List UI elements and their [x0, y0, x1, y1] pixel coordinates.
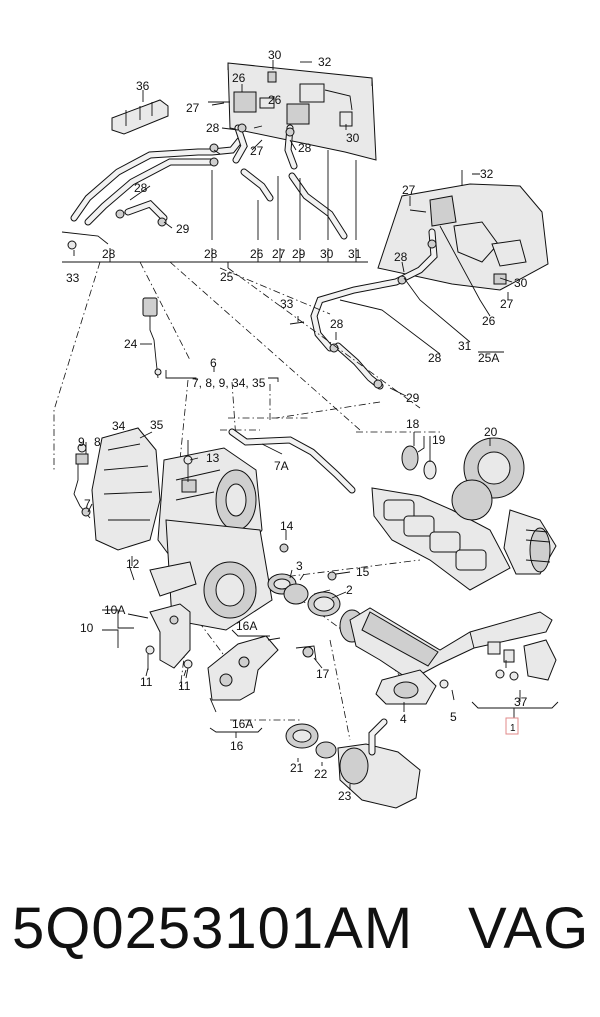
sensor-24 — [140, 297, 162, 379]
callout-16: 16 — [230, 739, 244, 753]
bracket-10 — [145, 603, 193, 679]
callout-28-right: 28 — [394, 250, 408, 264]
lower-leaders — [85, 366, 559, 738]
callout-22: 22 — [314, 767, 328, 781]
callout-26-b: 26 — [268, 93, 282, 107]
upper-right-valve-group — [289, 183, 549, 390]
callout-21: 21 — [290, 761, 304, 775]
callout-36: 36 — [136, 79, 150, 93]
callout-31-bottom: 31 — [348, 247, 362, 261]
upper-right-leaders — [297, 170, 513, 397]
callout-9: 9 — [78, 435, 85, 449]
callout-30-right: 30 — [514, 276, 528, 290]
callout-15: 15 — [356, 565, 370, 579]
callout-28-c: 28 — [134, 181, 148, 195]
callout-32-top: 32 — [318, 55, 332, 69]
catalyst-turbo-assembly — [73, 427, 356, 631]
callout-34: 34 — [112, 419, 126, 433]
callout-2: 2 — [346, 583, 353, 597]
callout-29-bottom: 29 — [292, 247, 306, 261]
callout-30-top: 30 — [268, 48, 282, 62]
callout-12: 12 — [126, 557, 140, 571]
callout-16A-top: 16A — [236, 619, 257, 633]
front-exhaust-pipe-1 — [349, 607, 557, 705]
callout-17: 17 — [316, 667, 330, 681]
callout-27-bottom: 27 — [272, 247, 286, 261]
callout-6: 6 — [210, 356, 217, 370]
callout-11-a: 11 — [140, 675, 153, 689]
callout-19: 19 — [432, 433, 446, 447]
callout-32-right: 32 — [480, 167, 494, 181]
callout-29-a: 29 — [176, 222, 190, 236]
callout-11-b: 11 — [178, 679, 191, 693]
part-number: 5Q0253101AM — [12, 896, 414, 961]
callout-30-bottom: 30 — [320, 247, 334, 261]
callout-28-b: 28 — [298, 141, 312, 155]
callout-35: 35 — [150, 418, 164, 432]
callout-29-right: 29 — [406, 391, 420, 405]
callout-6-list: 7, 8, 9, 34, 35 — [192, 376, 266, 390]
callout-5: 5 — [450, 710, 457, 724]
callout-27-right-b: 27 — [500, 297, 514, 311]
callout-26-a: 26 — [232, 71, 246, 85]
callout-7A: 7A — [274, 459, 289, 473]
callout-24: 24 — [124, 337, 138, 351]
callout-26-right: 26 — [482, 314, 496, 328]
callout-3: 3 — [296, 559, 303, 573]
callout-7: 7 — [84, 497, 91, 511]
caption-bar: 5Q0253101AM VAG — [0, 895, 600, 985]
callout-26-bottom: 26 — [250, 247, 264, 261]
callout-28-right-b: 28 — [428, 351, 442, 365]
callout-18: 18 — [406, 417, 420, 431]
callout-1: 1 — [510, 723, 516, 734]
callout-33-right: 33 — [280, 297, 294, 311]
lower-pipe-group — [285, 718, 421, 809]
callout-16A-bottom: 16A — [232, 717, 253, 731]
turbocharger-20 — [371, 432, 557, 591]
callout-25A: 25A — [478, 351, 499, 365]
callout-20: 20 — [484, 425, 498, 439]
callout-37: 37 — [514, 695, 528, 709]
callout-28-a: 28 — [206, 121, 220, 135]
callout-27-a: 27 — [186, 101, 200, 115]
callout-25: 25 — [220, 270, 234, 284]
upper-left-leaders — [62, 60, 368, 268]
callout-13: 13 — [206, 451, 220, 465]
brand-name: VAG — [468, 896, 590, 961]
callout-28-bottom-b: 28 — [204, 247, 218, 261]
callout-33-a: 33 — [66, 271, 80, 285]
bracket-16 — [207, 635, 317, 713]
upper-left-valve-group — [61, 61, 377, 250]
callout-31-right: 31 — [458, 339, 472, 353]
callout-14: 14 — [280, 519, 294, 533]
callout-30-b: 30 — [346, 131, 360, 145]
callout-28-right-c: 28 — [330, 317, 344, 331]
callout-4: 4 — [400, 712, 407, 726]
callout-28-bottom-a: 28 — [102, 247, 116, 261]
callout-10: 10 — [80, 621, 94, 635]
callout-27-b: 27 — [250, 144, 264, 158]
callout-10A: 10A — [104, 603, 125, 617]
callout-8: 8 — [94, 435, 101, 449]
callout-27-right: 27 — [402, 183, 416, 197]
callout-23: 23 — [338, 789, 352, 803]
callout-labels: 36 30 32 26 27 26 28 27 28 30 28 29 33 2… — [66, 48, 528, 803]
